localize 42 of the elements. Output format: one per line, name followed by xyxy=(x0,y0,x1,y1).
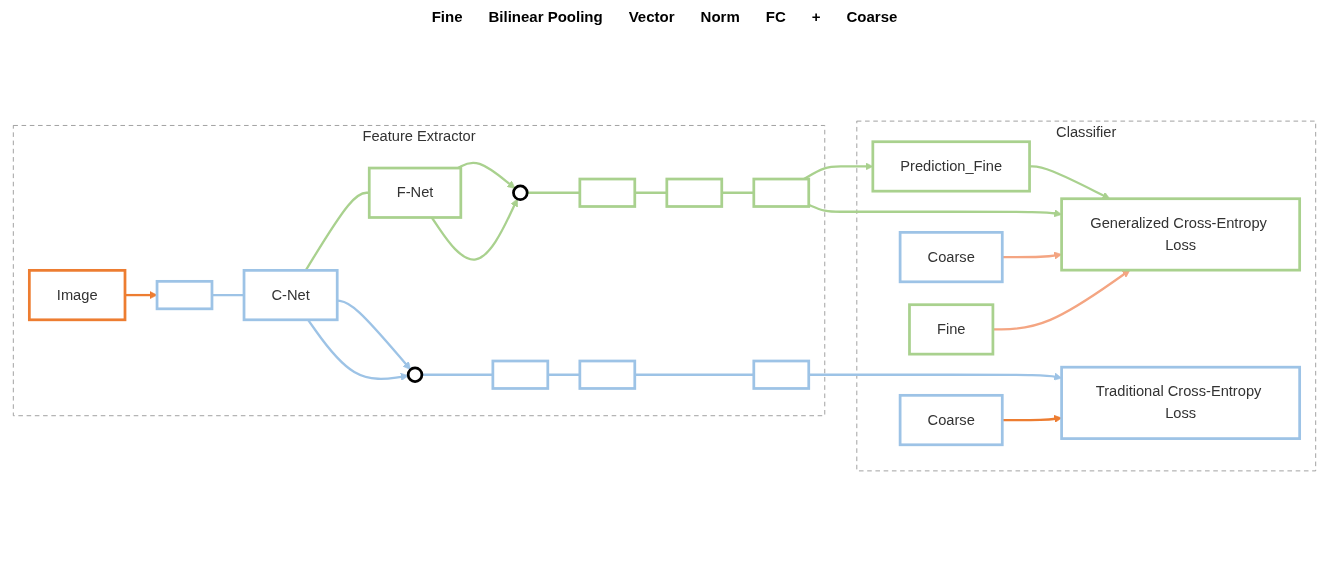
arrow xyxy=(1002,251,1062,260)
node-bar xyxy=(665,177,724,208)
connector xyxy=(721,191,754,194)
arrow xyxy=(808,203,1062,218)
connector xyxy=(421,373,493,376)
node-bar xyxy=(155,279,214,311)
arrow xyxy=(1002,414,1062,423)
node-bar xyxy=(752,359,811,390)
connector xyxy=(634,373,754,376)
arrow xyxy=(808,372,1062,381)
column-label: FC xyxy=(764,7,787,27)
arrow xyxy=(337,299,411,370)
column-label: Vector xyxy=(627,7,676,27)
node-box: Image xyxy=(27,269,127,322)
connector xyxy=(634,191,667,194)
node-circle xyxy=(512,184,529,201)
node-box: Fine xyxy=(908,303,995,356)
connector xyxy=(304,191,370,271)
connector xyxy=(212,293,244,297)
column-label: + xyxy=(810,7,822,27)
node-bar xyxy=(491,359,550,390)
node-bar xyxy=(578,177,637,208)
node-bar xyxy=(752,177,811,208)
arrow xyxy=(125,291,158,300)
node-box: Coarse xyxy=(898,393,1004,447)
node-box: Prediction_Fine xyxy=(871,140,1031,193)
column-label: Fine xyxy=(430,7,464,27)
column-label: Coarse xyxy=(845,7,899,27)
column-label: Norm xyxy=(699,7,741,27)
node-box: Traditional Cross-Entropy Loss xyxy=(1060,365,1302,440)
connector xyxy=(547,373,580,376)
node-bar xyxy=(578,359,637,390)
arrow xyxy=(307,319,409,381)
node-box: F-Net xyxy=(367,166,463,219)
arrow xyxy=(430,198,518,261)
connector xyxy=(527,191,580,194)
node-circle xyxy=(406,366,424,383)
node-box: C-Net xyxy=(242,269,339,322)
column-label: Bilinear Pooling xyxy=(487,7,604,27)
node-box: Generalized Cross-Entropy Loss xyxy=(1060,197,1302,272)
arrow xyxy=(457,161,516,189)
node-box: Coarse xyxy=(898,231,1004,284)
